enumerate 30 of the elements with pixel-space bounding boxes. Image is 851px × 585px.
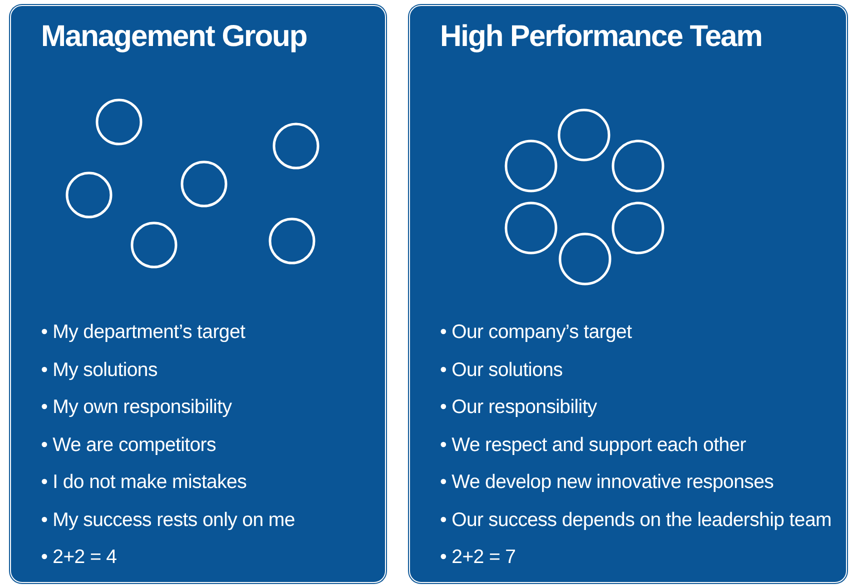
- circle-shape: [611, 139, 665, 193]
- bullet-item: • My own responsibility: [41, 396, 232, 419]
- bullet-item: • We are competitors: [41, 434, 216, 456]
- bullet-item: • Our solutions: [440, 358, 563, 382]
- circle-shape: [557, 108, 611, 162]
- bullet-item: • 2+2 = 4: [41, 546, 117, 569]
- panel: [10, 5, 386, 583]
- panel-heading: Management Group: [41, 20, 307, 54]
- circle-shape: [268, 217, 316, 265]
- circle-shape: [504, 201, 558, 255]
- bullet-item: • My department’s target: [41, 321, 246, 344]
- bullet-item: • 2+2 = 7: [440, 546, 516, 569]
- circle-shape: [65, 171, 113, 219]
- circle-shape: [504, 139, 558, 193]
- bullet-item: • My solutions: [41, 358, 158, 382]
- circle-shape: [180, 160, 228, 208]
- circle-shape: [95, 98, 143, 146]
- circle-shape: [558, 232, 612, 286]
- bullet-item: • Our success depends on the leadership team: [440, 508, 832, 532]
- bullet-item: • Our responsibility: [440, 396, 597, 419]
- bullet-item: • I do not make mistakes: [41, 471, 247, 494]
- panel-heading: High Performance Team: [440, 20, 762, 54]
- bullet-item: • We respect and support each other: [440, 434, 746, 456]
- panel: [409, 5, 847, 583]
- circle-shape: [611, 201, 665, 255]
- circle-shape: [130, 221, 178, 269]
- bullet-item: • We develop new innovative responses: [440, 471, 774, 494]
- circle-shape: [272, 122, 320, 170]
- bullet-item: • Our company’s target: [440, 321, 632, 344]
- bullet-item: • My success rests only on me: [41, 508, 295, 532]
